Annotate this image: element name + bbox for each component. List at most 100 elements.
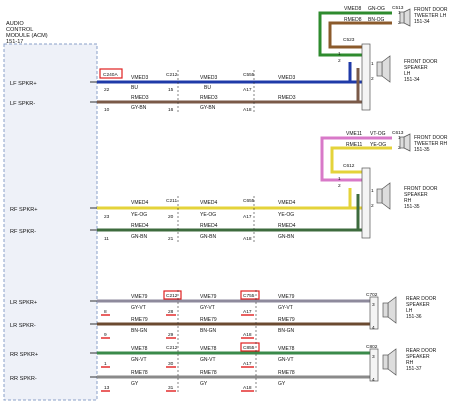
circuit-rmed3-c: RMED3 xyxy=(278,95,296,101)
circuit-yeog-a: YE-OG xyxy=(131,212,147,218)
connector-c755-label: C755 xyxy=(243,293,255,299)
connector-c211-label: C211 xyxy=(166,198,177,204)
pin-lr-spkr-minus: LR SPKR- xyxy=(10,323,36,329)
lh-pin-1a: 1 xyxy=(338,51,341,57)
rh-speaker-name-4: 151-35 xyxy=(404,204,420,210)
circuit-vme78-b: VME78 xyxy=(200,346,217,352)
circuit-vmed4-c: VMED4 xyxy=(278,200,295,206)
circuit-gybn-b: GY-BN xyxy=(200,105,216,111)
lh-speaker-name-2: SPEAKER xyxy=(404,65,428,71)
circuit-rmed8-label: RMED8 xyxy=(344,17,362,23)
circuit-gnbn-c: GN-BN xyxy=(278,234,295,240)
connector-c240a-label: C240A xyxy=(103,72,118,78)
rf-circuit: 23 11 VMED4 VMED4 VMED4 YE-OG YE-OG YE-O… xyxy=(97,188,362,244)
rh-speaker-icon xyxy=(381,182,391,210)
circuit-vme79-a: VME79 xyxy=(131,294,148,300)
rr-pin-1: 1 xyxy=(104,361,107,367)
lr-circuit: 8 9 VME79 VME79 VME79 GY-VT GY-VT GY-VT … xyxy=(97,290,437,340)
circuit-vmed3-a: VMED3 xyxy=(131,75,148,81)
lh-pin-2c: 2 xyxy=(371,76,374,82)
lr-pin-a17: A17 xyxy=(243,309,252,315)
lr-speaker-name-3: LH xyxy=(406,308,413,314)
connector-c755-highlight xyxy=(240,290,260,300)
wire-rme11 xyxy=(330,146,392,174)
rr-pin-a17: A17 xyxy=(243,361,252,367)
circuit-vmed3-c: VMED3 xyxy=(278,75,295,81)
lr-pin-29: 29 xyxy=(168,332,174,338)
lh-speaker-name-1: FRONT DOOR xyxy=(404,59,438,65)
circuit-vme79-b: VME79 xyxy=(200,294,217,300)
rh-pin-2b: 2 xyxy=(398,145,401,151)
lf-pin-16: 16 xyxy=(168,107,174,113)
rr-pin-13: 13 xyxy=(104,385,110,391)
circuit-bu-b: BU xyxy=(204,85,211,91)
circuit-gyvt-c: GY-VT xyxy=(278,305,293,311)
connector-c240a-highlight xyxy=(99,68,123,79)
pin-rr-spkr-plus: RR SPKR+ xyxy=(10,352,38,358)
circuit-gnog-label: GN-OG xyxy=(368,6,385,12)
lf-pin-10: 10 xyxy=(104,107,110,113)
lr-pin-8: 8 xyxy=(104,309,107,315)
rr-speaker-name-2: SPEAKER xyxy=(406,354,430,360)
lr-speaker-connector-block xyxy=(369,296,379,330)
rr-pin-31: 31 xyxy=(168,385,174,391)
circuit-gnbn-a: GN-BN xyxy=(131,234,148,240)
pin-lf-spkr-minus: LF SPKR- xyxy=(10,101,35,107)
lr-speaker-icon xyxy=(387,296,397,324)
circuit-gy-c: GY xyxy=(278,381,286,387)
lf-pin-a18: A18 xyxy=(243,107,252,113)
lf-pin-15: 15 xyxy=(168,87,174,93)
rf-pin-23: 23 xyxy=(104,214,110,220)
connector-c212-lr-label: C212 xyxy=(166,293,178,299)
circuit-rme11-color: YE-OG xyxy=(370,142,386,148)
rh-pin-1b: 1 xyxy=(398,135,401,141)
rr-pin-4: 4 xyxy=(372,377,375,383)
rh-pin-1a: 1 xyxy=(338,176,341,182)
rf-pin-11: 11 xyxy=(104,236,109,242)
audio-control-module xyxy=(3,43,98,401)
lr-speaker-body xyxy=(382,302,389,318)
circuit-rme78-b: RME78 xyxy=(200,370,217,376)
circuit-bngn-a: BN-GN xyxy=(131,328,148,334)
circuit-gnbn-b: GN-BN xyxy=(200,234,217,240)
rr-speaker-name-3: RH xyxy=(406,360,414,366)
circuit-rme11-label: RME11 xyxy=(346,142,363,148)
circuit-gnvt-b: GN-VT xyxy=(200,357,216,363)
rh-tweeter-body xyxy=(399,136,405,149)
lh-pin-2a: 2 xyxy=(338,58,341,64)
wire-rmed8 xyxy=(328,21,392,49)
rh-tweeter-circuit: VME11 VT-OG RME11 YE-OG C613 C612 1 2 1 … xyxy=(320,130,448,239)
lr-speaker-name-2: SPEAKER xyxy=(406,302,430,308)
lf-circuit: C240A 22 10 VMED3 VMED3 VMED3 BU BU RMED… xyxy=(97,62,362,114)
module-title-4: 151-17 xyxy=(6,39,23,45)
rr-pin-30: 30 xyxy=(168,361,174,367)
circuit-rme79-a: RME79 xyxy=(131,317,148,323)
rr-pin-a18: A18 xyxy=(243,385,252,391)
circuit-bu-a: BU xyxy=(131,85,138,91)
lf-pin-a17: A17 xyxy=(243,87,252,93)
lh-pin-2b: 2 xyxy=(398,20,401,26)
lr-pin-a18: A18 xyxy=(243,332,252,338)
lh-tweeter-name-3: 151-34 xyxy=(414,19,430,25)
lh-speaker-icon xyxy=(381,55,391,83)
circuit-vmed4-b: VMED4 xyxy=(200,200,217,206)
rf-pin-20: 20 xyxy=(168,214,174,220)
lh-speaker-body xyxy=(376,61,383,77)
connector-c855-highlight xyxy=(240,342,260,352)
wire-vme11 xyxy=(320,136,392,182)
circuit-gy-a: GY xyxy=(131,381,139,387)
module-title-1: AUDIO xyxy=(6,21,24,27)
circuit-rmed3-b: RMED3 xyxy=(200,95,218,101)
circuit-gyvt-a: GY-VT xyxy=(131,305,146,311)
rr-speaker-icon xyxy=(387,348,397,376)
lh-speaker-name-4: 151-34 xyxy=(404,77,420,83)
circuit-bnog-label: BN-OG xyxy=(368,17,385,23)
circuit-gnvt-c: GN-VT xyxy=(278,357,294,363)
connector-c613-label: C613 xyxy=(392,130,404,136)
lh-pin-1b: 1 xyxy=(398,10,401,16)
module-title-3: MODULE (ACM) xyxy=(6,33,48,39)
rr-pin-3: 3 xyxy=(372,354,375,360)
circuit-vme78-a: VME78 xyxy=(131,346,148,352)
connector-c802-label: C802 xyxy=(366,344,378,350)
lh-pin-1c: 1 xyxy=(371,61,374,67)
